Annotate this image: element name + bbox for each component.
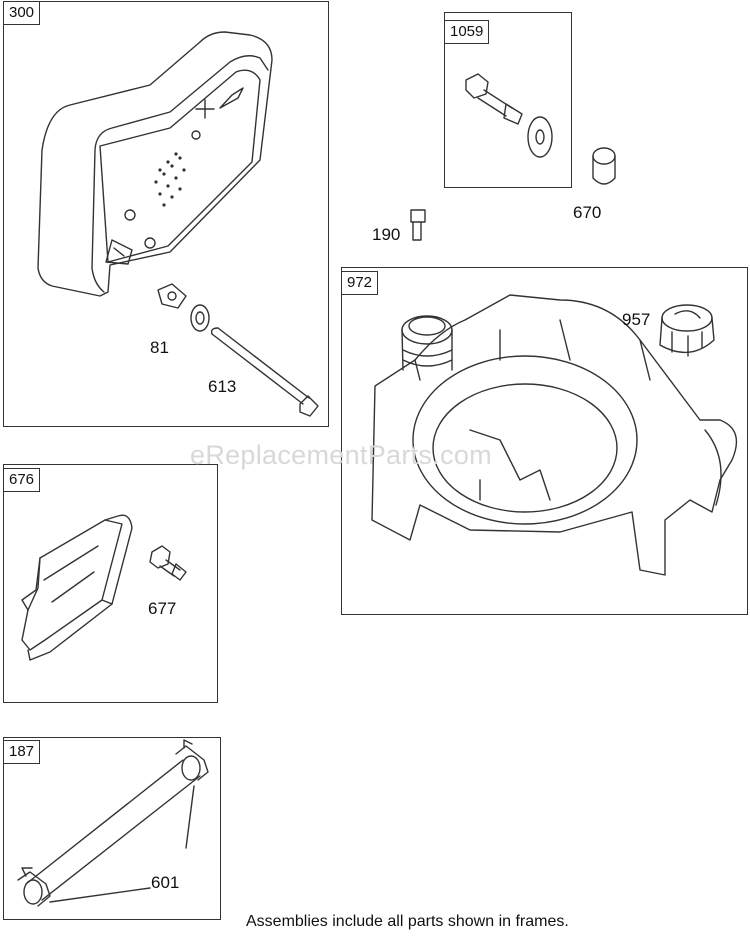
oil-fill-cap-drawing <box>659 304 715 357</box>
frame-187 <box>3 737 221 920</box>
callout-670: 670 <box>573 203 602 222</box>
breather-tube-drawing <box>17 739 209 907</box>
callout-677: 677 <box>148 599 177 618</box>
callout-190: 190 <box>372 225 401 244</box>
callout-613: 613 <box>208 377 237 396</box>
frame-label-676: 676 <box>3 468 41 492</box>
bolt-assembly-drawing <box>410 73 616 241</box>
footnote: Assemblies include all parts shown in fr… <box>246 913 569 930</box>
frame-label-972: 972 <box>341 271 379 295</box>
callout-957: 957 <box>622 310 651 329</box>
frame-label-300: 300 <box>3 1 41 25</box>
callout-81: 81 <box>150 338 169 357</box>
frame-1059 <box>444 12 572 188</box>
blower-housing-drawing <box>371 294 738 576</box>
muffler-hardware-drawing <box>157 283 319 417</box>
frame-label-187: 187 <box>3 740 41 764</box>
muffler-drawing <box>37 31 273 297</box>
frame-label-1059: 1059 <box>444 20 490 44</box>
heat-shield-drawing <box>21 514 187 661</box>
watermark: eReplacementParts.com <box>190 440 492 470</box>
callout-601: 601 <box>151 873 180 892</box>
